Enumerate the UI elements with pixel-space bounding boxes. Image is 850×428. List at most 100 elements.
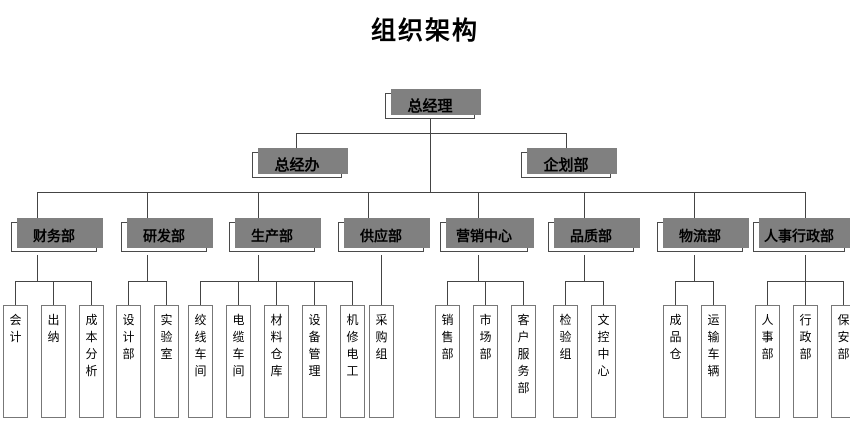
leaf-administration-dept[interactable]: 行政部 — [793, 305, 818, 418]
leaf-laboratory[interactable]: 实验室 — [154, 305, 179, 418]
node-label: 供应部 — [360, 229, 402, 245]
node-label: 总经理 — [407, 97, 453, 115]
leaf-label: 出纳 — [47, 313, 60, 344]
leaf-purchasing-group[interactable]: 采购组 — [369, 305, 394, 418]
connector-drop-design — [128, 281, 129, 305]
leaf-label: 电缆车间 — [232, 313, 245, 378]
node-shadow — [127, 218, 213, 248]
node-shadow — [344, 218, 430, 248]
leaf-label: 设备管理 — [308, 313, 321, 378]
node-hr-admin-dept[interactable]: 人事行政部 — [753, 218, 850, 252]
leaf-maintenance-electrician[interactable]: 机修电工 — [340, 305, 365, 418]
node-label: 企划部 — [543, 156, 589, 174]
leaf-document-control-center[interactable]: 文控中心 — [591, 305, 616, 418]
leaf-label: 绞线车间 — [194, 313, 207, 378]
connector-drop-stranding — [200, 281, 201, 305]
connector-drop-finance — [37, 192, 38, 218]
node-supply-dept[interactable]: 供应部 — [338, 218, 430, 252]
connector-drop-finished-goods — [675, 281, 676, 305]
leaf-label: 销售部 — [441, 313, 454, 361]
connector-drop-cable-workshop — [238, 281, 239, 305]
connector-drop-logistics — [694, 192, 695, 218]
connector-drop-doc-control — [603, 281, 604, 305]
leaf-transport-vehicles[interactable]: 运输车辆 — [701, 305, 726, 418]
connector-drop-quality — [584, 192, 585, 218]
connector-logistics-bus — [675, 281, 713, 282]
connector-drop-rnd — [147, 192, 148, 218]
node-general-manager[interactable]: 总经理 — [385, 89, 481, 119]
node-label: 财务部 — [33, 229, 75, 245]
node-shadow — [446, 218, 534, 248]
connector-finance-trunk — [37, 255, 38, 282]
leaf-label: 材料仓库 — [270, 313, 283, 378]
connector-level2-bus — [296, 133, 566, 134]
node-shadow — [663, 218, 749, 248]
node-gm-office[interactable]: 总经办 — [252, 148, 348, 178]
node-rnd-dept[interactable]: 研发部 — [121, 218, 213, 252]
connector-drop-cost-analysis — [91, 281, 92, 305]
connector-drop-cashier — [53, 281, 54, 305]
connector-drop-production — [258, 192, 259, 218]
leaf-finished-goods-warehouse[interactable]: 成品仓 — [663, 305, 688, 418]
node-label: 总经办 — [274, 156, 320, 174]
leaf-material-warehouse[interactable]: 材料仓库 — [264, 305, 289, 418]
leaf-label: 人事部 — [761, 313, 774, 361]
node-label: 物流部 — [679, 229, 721, 245]
connector-drop-transport — [713, 281, 714, 305]
node-marketing-center[interactable]: 营销中心 — [440, 218, 534, 252]
node-label: 营销中心 — [456, 229, 512, 245]
leaf-label: 成本分析 — [85, 313, 98, 378]
connector-marketing-trunk — [478, 255, 479, 282]
node-planning-dept[interactable]: 企划部 — [521, 148, 617, 178]
node-logistics-dept[interactable]: 物流部 — [657, 218, 749, 252]
connector-drop-accounting — [15, 281, 16, 305]
node-label: 人事行政部 — [764, 229, 834, 245]
node-shadow — [235, 218, 321, 248]
connector-drop-hr — [805, 192, 806, 218]
connector-drop-maintenance — [352, 281, 353, 305]
connector-quality-bus — [565, 281, 603, 282]
leaf-market-dept[interactable]: 市场部 — [473, 305, 498, 418]
connector-drop-supply — [368, 192, 369, 218]
connector-gmo-drop — [296, 133, 297, 153]
leaf-label: 保安部 — [837, 313, 850, 361]
leaf-stranding-workshop[interactable]: 绞线车间 — [188, 305, 213, 418]
leaf-cashier[interactable]: 出纳 — [41, 305, 66, 418]
leaf-cable-workshop[interactable]: 电缆车间 — [226, 305, 251, 418]
leaf-inspection-group[interactable]: 检验组 — [553, 305, 578, 418]
leaf-customer-service-dept[interactable]: 客户服务部 — [511, 305, 536, 418]
leaf-security-dept[interactable]: 保安部 — [831, 305, 850, 418]
leaf-label: 客户服务部 — [517, 313, 530, 395]
connector-planning-drop — [566, 133, 567, 153]
connector-drop-customer-service — [523, 281, 524, 305]
connector-logistics-trunk — [694, 255, 695, 282]
node-shadow — [258, 148, 348, 174]
leaf-label: 运输车辆 — [707, 313, 720, 378]
page-title: 组织架构 — [370, 16, 479, 45]
leaf-design-dept[interactable]: 设计部 — [116, 305, 141, 418]
connector-rnd-bus — [128, 281, 166, 282]
leaf-label: 行政部 — [799, 313, 812, 361]
leaf-accounting[interactable]: 会计 — [3, 305, 28, 418]
connector-drop-market — [485, 281, 486, 305]
node-shadow — [391, 89, 481, 115]
node-shadow — [17, 218, 103, 248]
leaf-sales-dept[interactable]: 销售部 — [435, 305, 460, 418]
connector-drop-administration — [805, 281, 806, 305]
leaf-personnel-dept[interactable]: 人事部 — [755, 305, 780, 418]
connector-drop-inspection — [565, 281, 566, 305]
leaf-label: 机修电工 — [346, 313, 359, 378]
leaf-equipment-management[interactable]: 设备管理 — [302, 305, 327, 418]
leaf-cost-analysis[interactable]: 成本分析 — [79, 305, 104, 418]
leaf-label: 市场部 — [479, 313, 492, 361]
connector-drop-marketing — [478, 192, 479, 218]
node-finance-dept[interactable]: 财务部 — [11, 218, 103, 252]
connector-quality-trunk — [584, 255, 585, 282]
connector-drop-equipment-mgmt — [314, 281, 315, 305]
connector-rnd-trunk — [147, 255, 148, 282]
node-label: 品质部 — [570, 229, 612, 245]
leaf-label: 采购组 — [375, 313, 388, 361]
node-quality-dept[interactable]: 品质部 — [548, 218, 640, 252]
node-production-dept[interactable]: 生产部 — [229, 218, 321, 252]
